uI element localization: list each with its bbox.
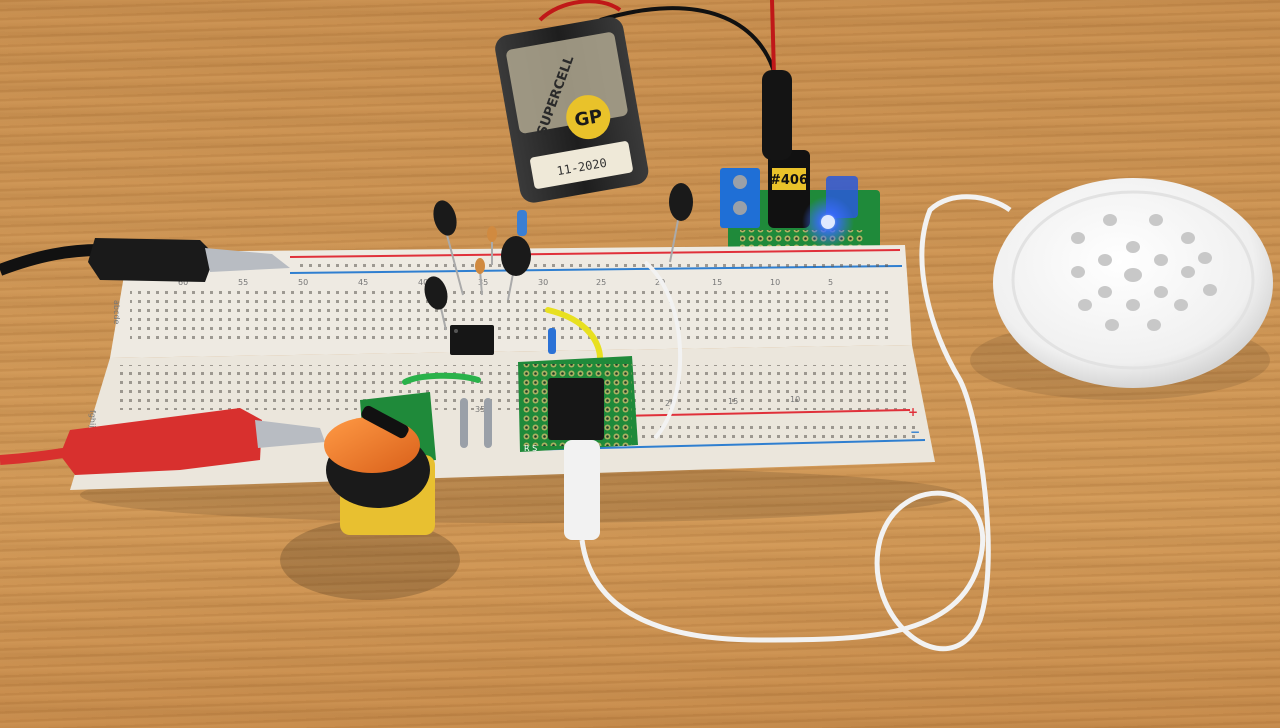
rail-plus-mark: + bbox=[908, 405, 918, 419]
col-label-55: 55 bbox=[238, 278, 248, 287]
top-rail-holes bbox=[300, 258, 890, 270]
battery-black-lead bbox=[599, 6, 777, 76]
ic-pin1-dot bbox=[454, 329, 458, 333]
col-label-50: 50 bbox=[298, 278, 308, 287]
knob-shadow bbox=[280, 520, 460, 600]
bottom-terminal-holes bbox=[120, 365, 910, 410]
screw-terminal bbox=[720, 168, 760, 228]
top-row-letters: abcde bbox=[112, 300, 121, 324]
col-label-40: 40 bbox=[418, 278, 428, 287]
ic-chip bbox=[450, 325, 494, 355]
black-alligator-clip bbox=[88, 238, 290, 282]
capacitor-2 bbox=[424, 276, 448, 331]
yellow-jumper bbox=[545, 307, 603, 361]
power-red-lead bbox=[770, 0, 776, 76]
dc-plug bbox=[762, 70, 792, 160]
col-label-5: 5 bbox=[828, 278, 833, 287]
blue-led bbox=[821, 215, 835, 229]
bottom-row-letters: fghij bbox=[88, 410, 97, 427]
power-module-tag bbox=[772, 168, 806, 190]
potentiometer bbox=[324, 392, 436, 535]
ceramic-capacitor-2 bbox=[475, 258, 485, 296]
battery-red-lead bbox=[538, 0, 622, 22]
grey-wire-2 bbox=[484, 398, 492, 448]
capacitor-1 bbox=[433, 200, 464, 296]
battery-9v: GP SUPERCELL 11-2020 bbox=[495, 17, 649, 203]
audio-plug bbox=[564, 440, 600, 540]
col-label-60: 60 bbox=[178, 278, 188, 287]
pillow-speaker bbox=[993, 178, 1273, 388]
pot-knob-pointer bbox=[361, 405, 409, 439]
bottom-col-15: 15 bbox=[728, 397, 738, 406]
capacitor-4 bbox=[669, 183, 693, 263]
bottom-col-20: 20 bbox=[665, 399, 675, 408]
audio-jack-socket bbox=[548, 378, 604, 440]
battery-brand: GP bbox=[573, 106, 604, 132]
col-label-30: 30 bbox=[538, 278, 548, 287]
battery-logo-badge bbox=[566, 95, 611, 140]
audio-jack-board: R S bbox=[518, 356, 638, 453]
red-alligator-clip bbox=[60, 408, 325, 475]
col-label-10: 10 bbox=[770, 278, 780, 287]
grey-wire-1 bbox=[460, 398, 468, 448]
blue-jumper bbox=[548, 328, 556, 354]
speaker-grille-holes bbox=[1071, 214, 1217, 331]
battery-date-plate bbox=[530, 141, 633, 189]
top-rail-red bbox=[289, 249, 901, 258]
col-label-45: 45 bbox=[358, 278, 368, 287]
audio-cable bbox=[579, 194, 1012, 652]
red-lead-cable bbox=[0, 447, 71, 465]
col-label-15: 15 bbox=[712, 278, 722, 287]
ceramic-capacitor-1 bbox=[487, 226, 497, 265]
terminal-screw-2 bbox=[733, 201, 747, 215]
breadboard-bottom: 35 30 25 20 15 10 fghij + − bbox=[70, 345, 935, 490]
bottom-col-10: 10 bbox=[790, 395, 800, 404]
power-module-label: #406 bbox=[770, 173, 808, 188]
rail-minus-mark: − bbox=[910, 425, 920, 439]
col-label-25: 25 bbox=[596, 278, 606, 287]
green-jumper bbox=[402, 372, 481, 385]
terminal-screw-1 bbox=[733, 175, 747, 189]
top-terminal-holes bbox=[130, 290, 890, 340]
col-label-35: 35 bbox=[478, 278, 488, 287]
white-jumper bbox=[643, 260, 683, 440]
jack-board-marks: R S bbox=[524, 444, 537, 453]
capacitor-3 bbox=[501, 236, 531, 301]
black-lead-cable bbox=[0, 244, 101, 276]
resistor-blue bbox=[517, 210, 527, 236]
breadboard-top: 60 55 50 45 40 35 30 25 20 15 10 5 abcde bbox=[110, 245, 912, 358]
bottom-col-35: 35 bbox=[475, 405, 485, 414]
